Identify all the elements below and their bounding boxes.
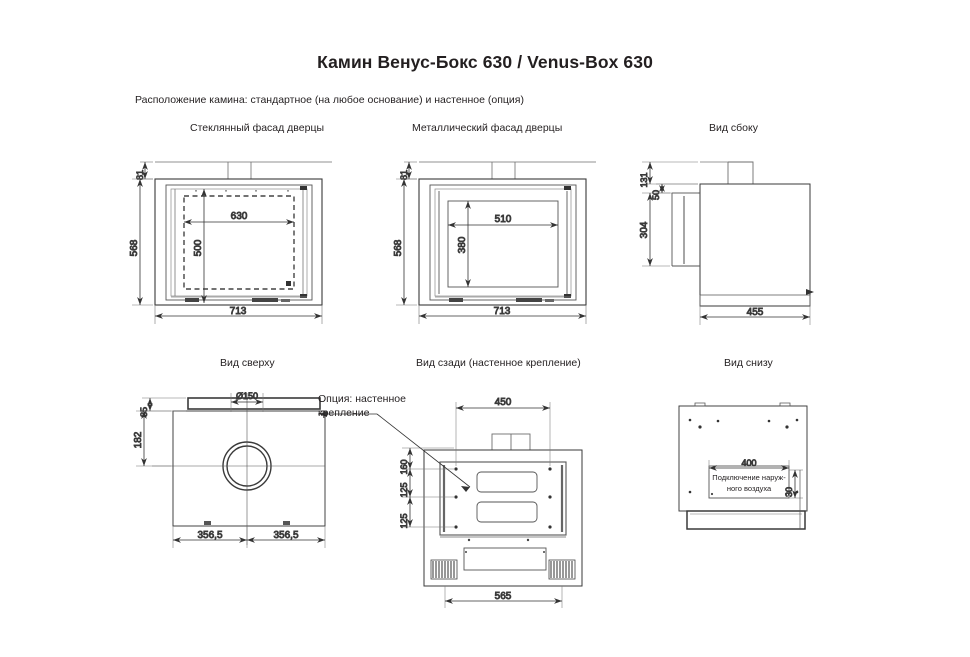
dim-rear-pitch-2: 125 [399,513,409,528]
dim-side-depth: 455 [747,307,764,318]
dim-metal-panel-width: 510 [495,214,512,225]
dim-metal-width: 713 [494,306,511,317]
dim-glass-opening-height: 500 [193,239,204,256]
view-top: Ø150 85 182 356,5 356,5 [133,391,377,548]
label-air-connection-line1: Подключение наруж- [712,473,786,482]
heading-top: Вид сверху [220,357,275,369]
view-side: 131 50 304 455 [639,161,814,325]
dim-glass-width: 713 [230,306,247,317]
dim-bottom-air-width: 400 [741,458,756,468]
dim-rear-width: 565 [495,591,512,602]
dim-rear-pitch-1: 125 [399,482,409,497]
dim-rear-top-gap: 160 [399,459,409,474]
view-metal-front: 81 568 713 510 380 [393,161,596,324]
dim-glass-top-offset: 81 [135,170,145,180]
dim-side-mid-height: 304 [639,221,650,238]
callout-wall-mount-line2: крепление [318,407,370,419]
dim-glass-height: 568 [129,239,140,256]
dim-metal-panel-height: 380 [457,236,468,253]
label-air-connection-line2: ного воздуха [726,484,772,493]
view-glass-front: 81 568 713 630 500 [129,161,332,324]
dim-bottom-air-height: 30 [784,487,794,497]
dim-top-flue-diameter: Ø150 [236,391,258,401]
view-bottom: 400 30 [678,402,808,530]
dim-top-half-right: 356,5 [273,530,298,541]
heading-metal-front: Металлический фасад дверцы [412,122,563,134]
dim-glass-opening-width: 630 [231,211,248,222]
callout-wall-mount-line1: Опция: настенное [318,393,406,405]
dim-top-half-left: 356,5 [197,530,222,541]
dim-top-offset: 182 [133,431,144,448]
dim-rear-bracket-width: 450 [495,397,512,408]
heading-side: Вид сбоку [709,122,758,134]
dim-side-small: 50 [651,190,661,200]
view-rear: 450 160 125 125 565 [376,397,583,608]
callout-wall-mount: Опция: настенное крепление [318,392,406,420]
label-air-connection: Подключение наруж- ного воздуха [712,472,786,494]
page-title: Камин Венус-Бокс 630 / Venus-Box 630 [317,52,653,72]
heading-glass-front: Стеклянный фасад дверцы [190,122,325,134]
page-subtitle: Расположение камина: стандартное (на люб… [135,94,524,106]
heading-rear: Вид сзади (настенное крепление) [416,357,581,369]
dim-metal-top-offset: 81 [399,170,409,180]
dim-metal-height: 568 [393,239,404,256]
dim-side-flue-height: 131 [639,172,649,187]
heading-bottom: Вид снизу [724,357,773,369]
